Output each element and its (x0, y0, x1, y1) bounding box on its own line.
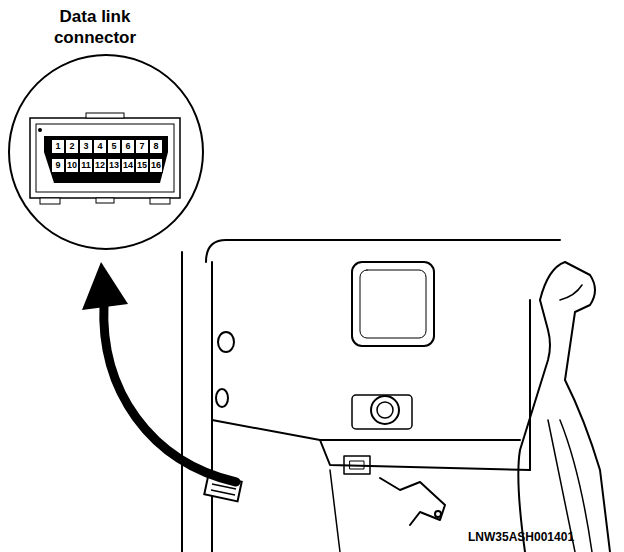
figure-code: LNW35ASH001401 (468, 530, 574, 544)
switch-plate (352, 395, 412, 429)
pin-number: 15 (135, 158, 149, 173)
pin-number: 2 (65, 139, 79, 154)
knob (371, 396, 399, 424)
pin-number: 6 (121, 139, 135, 154)
pointer-arrow (82, 262, 236, 482)
recess (352, 262, 434, 346)
hole (218, 332, 234, 352)
pin-number: 8 (149, 139, 163, 154)
pin-number: 7 (135, 139, 149, 154)
pin-number: 1 (51, 139, 65, 154)
lever-detail (560, 285, 582, 300)
switch (344, 456, 370, 474)
pin-number: 11 (79, 158, 93, 173)
pin-number: 10 (65, 158, 79, 173)
detail-circle-outline (9, 55, 203, 249)
wire (330, 470, 340, 552)
pin-number: 12 (93, 158, 107, 173)
pin-number: 5 (107, 139, 121, 154)
connector-housing (30, 118, 180, 198)
callout-label: Data link connector (43, 6, 147, 48)
panel-edge (320, 439, 520, 441)
panel-top (206, 240, 560, 262)
pin-number: 13 (107, 158, 121, 173)
cabin-outline (182, 240, 610, 552)
switch-inner (350, 461, 364, 469)
pin-number: 3 (79, 139, 93, 154)
tab (96, 198, 114, 203)
hole (216, 389, 228, 407)
connector-face (44, 136, 168, 183)
bolt (435, 511, 441, 517)
bracket (380, 478, 445, 525)
knob-center (377, 402, 393, 418)
pin-number: 16 (149, 158, 163, 173)
arrow-shaft (104, 304, 236, 482)
panel-bottom (212, 420, 530, 470)
connector-housing-inner (36, 124, 174, 192)
release-lever (540, 262, 610, 552)
pillar-line (181, 252, 183, 552)
pin-number: 4 (93, 139, 107, 154)
arrow-head (82, 262, 128, 310)
latch (86, 113, 124, 118)
detail-circle (9, 55, 203, 249)
tab (40, 198, 60, 204)
panel-edge (529, 300, 531, 470)
pin-number: 14 (121, 158, 135, 173)
mark (38, 128, 42, 132)
tab (150, 198, 170, 204)
pillar-line (211, 262, 213, 552)
release-lever (518, 300, 550, 552)
pin-number: 9 (51, 158, 65, 173)
recess-inner (360, 270, 426, 338)
